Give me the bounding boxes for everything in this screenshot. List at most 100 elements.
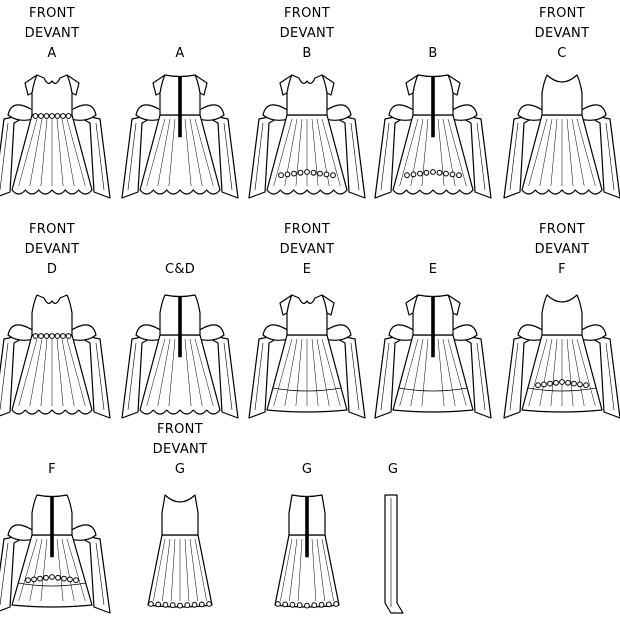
- flower-trim: [410, 171, 417, 178]
- flower-trim: [291, 170, 297, 177]
- flower-trim: [32, 333, 39, 339]
- flower-trim: [282, 601, 289, 608]
- view-label-front: [338, 420, 448, 440]
- view-label-devant: DEVANT: [24, 242, 80, 257]
- view-label-letter: G: [174, 462, 186, 477]
- view-label-letter: F: [48, 462, 56, 477]
- view-label: FRONT DEVANT A: [0, 4, 107, 64]
- flower-trim: [177, 602, 183, 609]
- flower-trim: [443, 170, 449, 177]
- flower-trim: [583, 382, 589, 389]
- view-label-letter: A: [175, 46, 185, 61]
- flower-trim: [43, 574, 49, 581]
- view-label-letter: E: [428, 262, 438, 277]
- flower-trim: [323, 171, 330, 178]
- flower-trim: [206, 601, 212, 607]
- view-label: FRONT DEVANT G: [125, 420, 235, 480]
- flower-trim: [571, 380, 577, 387]
- dress-front-view: [503, 294, 620, 419]
- view-label-devant: DEVANT: [279, 26, 335, 41]
- flower-trim: [162, 601, 169, 608]
- view-label-front: FRONT: [157, 422, 203, 437]
- flower-trim: [423, 169, 430, 176]
- view-label-devant: [378, 240, 488, 260]
- view-label-front: [125, 4, 235, 24]
- view-label-letter: B: [302, 46, 312, 61]
- flower-trim: [60, 333, 66, 339]
- flower-trim: [155, 601, 162, 608]
- flower-trim: [65, 113, 72, 119]
- view-label-devant: DEVANT: [534, 242, 590, 257]
- view-label-devant: [338, 440, 448, 460]
- view-label-devant: DEVANT: [279, 242, 335, 257]
- view-label-devant: [125, 240, 235, 260]
- dress-front-view: [248, 294, 366, 419]
- flower-trim: [49, 333, 55, 339]
- dress-back-view: [274, 494, 340, 609]
- flower-trim: [43, 333, 50, 339]
- view-label-letter: A: [47, 46, 57, 61]
- view-label-letter: G: [387, 462, 399, 477]
- view-label-front: FRONT: [539, 222, 585, 237]
- view-label-letter: E: [302, 262, 312, 277]
- flower-trim: [54, 333, 61, 339]
- flower-trim: [38, 333, 44, 339]
- view-label-letter: B: [428, 46, 438, 61]
- flower-trim: [54, 113, 61, 119]
- flower-trim: [169, 602, 176, 609]
- flower-trim: [65, 333, 72, 339]
- flower-trim: [61, 575, 67, 582]
- view-label-letter: C: [557, 46, 567, 61]
- sash-piece: [384, 494, 404, 614]
- view-label: B: [378, 4, 488, 64]
- flower-trim: [184, 602, 191, 609]
- view-label-front: [378, 4, 488, 24]
- flower-trim: [325, 601, 332, 608]
- flower-trim: [417, 170, 423, 177]
- flower-trim: [49, 574, 55, 580]
- dress-back-view: [121, 74, 239, 199]
- view-label-devant: [125, 24, 235, 44]
- dress-back-view: [374, 74, 492, 199]
- view-label-devant: [378, 24, 488, 44]
- view-label-front: FRONT: [29, 6, 75, 21]
- flower-trim: [67, 576, 73, 583]
- flower-trim: [191, 601, 198, 608]
- flower-trim: [304, 602, 310, 609]
- view-label: A: [125, 4, 235, 64]
- flower-trim: [535, 382, 541, 389]
- flower-trim: [31, 576, 37, 583]
- flower-trim: [49, 113, 55, 119]
- flower-trim: [436, 169, 443, 176]
- flower-trim: [330, 172, 336, 179]
- view-label-front: FRONT: [29, 222, 75, 237]
- dress-front-view: [0, 294, 111, 419]
- flower-trim: [456, 172, 462, 179]
- flower-trim: [296, 602, 303, 609]
- flower-trim: [311, 602, 318, 609]
- view-label-devant: DEVANT: [24, 26, 80, 41]
- view-label-devant: DEVANT: [152, 442, 208, 457]
- dress-back-view: [121, 294, 239, 419]
- dress-front-view: [147, 494, 213, 609]
- flower-trim: [297, 169, 304, 176]
- view-label: FRONT DEVANT D: [0, 220, 107, 280]
- view-label: G: [338, 420, 448, 480]
- view-label: E: [378, 220, 488, 280]
- dress-front-view: [0, 74, 111, 199]
- flower-trim: [333, 601, 339, 607]
- flower-trim: [55, 574, 61, 581]
- flower-trim: [73, 577, 79, 584]
- flower-trim: [198, 601, 205, 608]
- view-label-front: [378, 220, 488, 240]
- view-label-letter: C&D: [164, 262, 196, 277]
- flower-trim: [553, 379, 559, 386]
- flower-trim: [275, 601, 281, 607]
- view-label-front: [0, 420, 107, 440]
- view-label-letter: D: [46, 262, 58, 277]
- view-label: G: [252, 420, 362, 480]
